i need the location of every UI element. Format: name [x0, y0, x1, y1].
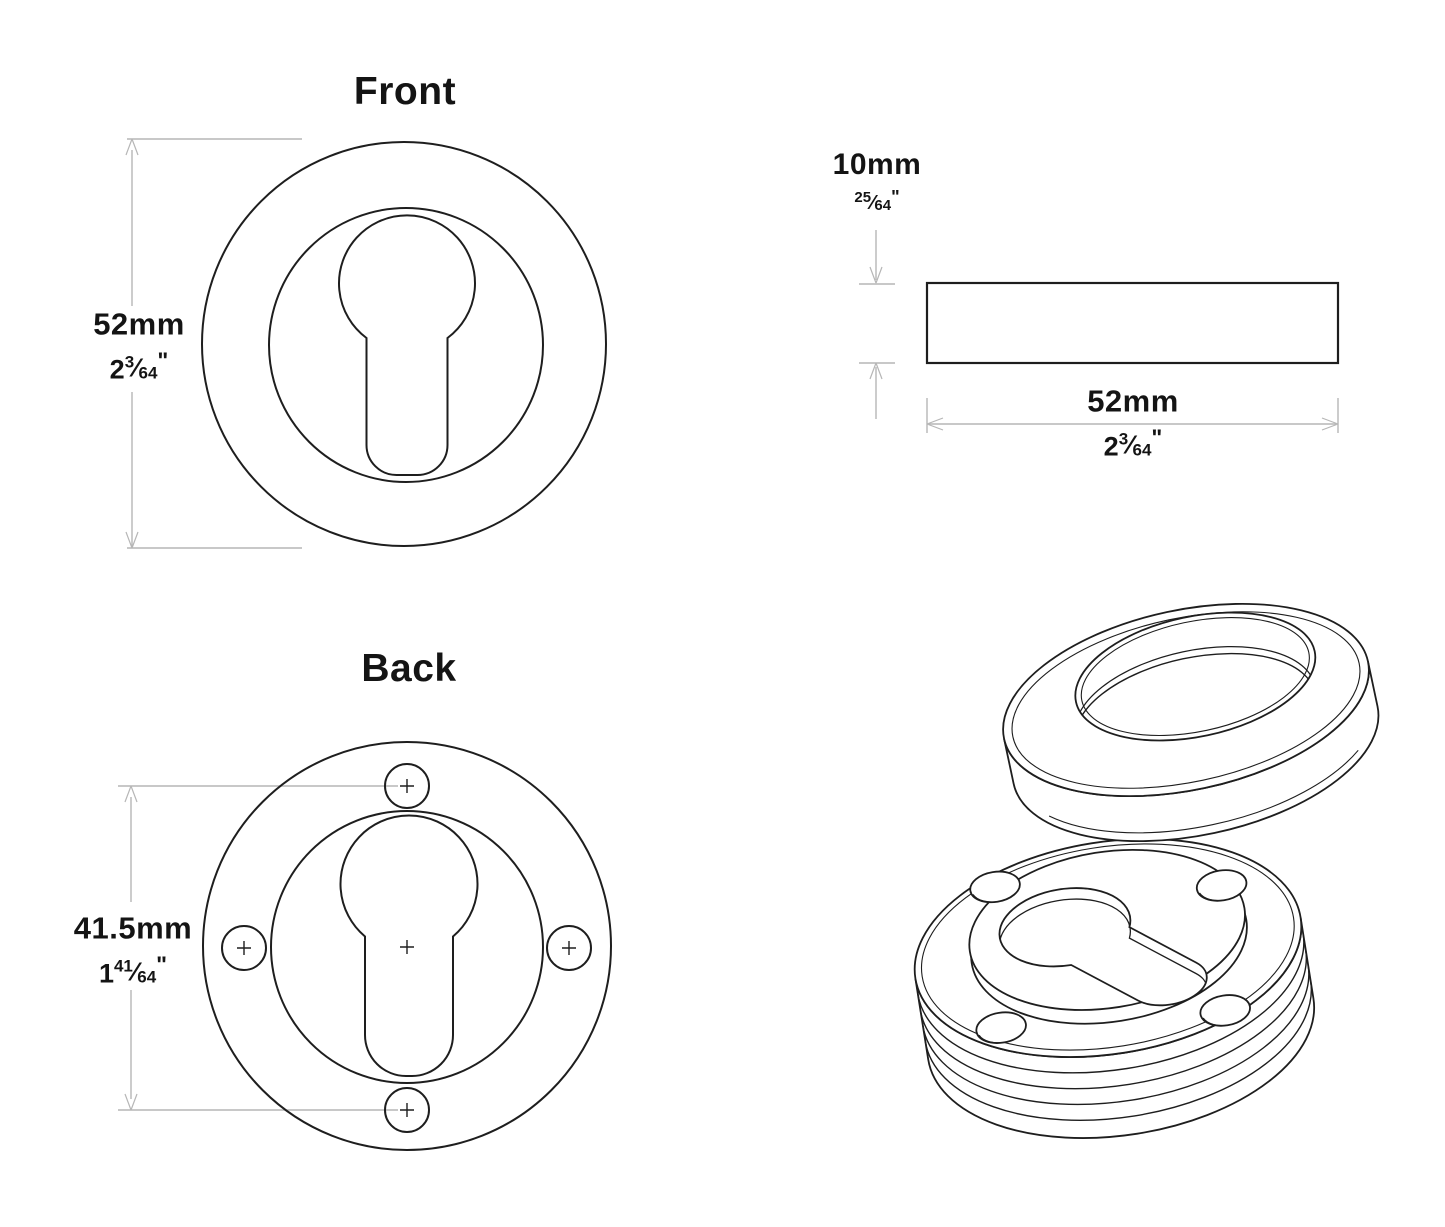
arrowhead-down-icon — [125, 531, 139, 549]
screw-hole-depth — [1199, 892, 1227, 902]
euro-keyhole-outline — [339, 814, 479, 1077]
screw-hole-depth — [1202, 1017, 1230, 1027]
iso-cover-ring — [1002, 602, 1380, 843]
ring-top-chamfer — [1011, 611, 1361, 789]
escutcheon-boss-circle — [270, 810, 544, 1084]
back-spacing-label: 41.5mm 141⁄64" — [74, 911, 192, 996]
front-diameter-mm: 52mm — [93, 306, 185, 342]
arrowhead-down-icon — [124, 1093, 138, 1111]
back-view-title: Back — [361, 647, 457, 690]
plate-side-grooves — [917, 933, 1312, 1121]
center-mark-icon — [400, 1103, 414, 1117]
screw-hole-bottom — [384, 1087, 430, 1133]
ring-bottom-chamfer — [1048, 749, 1359, 834]
side-width-mm: 52mm — [1087, 383, 1179, 419]
side-width-label: 52mm 23⁄64" — [1087, 384, 1179, 469]
side-thickness-mm: 10mm — [832, 148, 922, 181]
escutcheon-outer-circle — [201, 141, 607, 547]
center-mark-icon — [237, 941, 251, 955]
center-mark-icon — [400, 940, 414, 954]
arrowhead-up-icon — [124, 785, 138, 803]
keyhole-outline — [972, 872, 1242, 1027]
front-diameter-dimension — [125, 138, 302, 549]
side-thickness-dimension — [859, 230, 895, 419]
screw-hole-right — [546, 925, 592, 971]
front-view-title: Front — [353, 70, 457, 113]
front-view — [125, 138, 607, 549]
arrowhead-left-icon — [926, 417, 944, 431]
arrowhead-down-icon — [869, 266, 883, 284]
euro-keyhole-outline — [338, 214, 476, 476]
arrowhead-right-icon — [1321, 417, 1339, 431]
plate-top-chamfer — [920, 843, 1295, 1051]
side-thickness-inch: 25⁄64" — [854, 187, 900, 214]
ring-hole-chamfer — [1080, 617, 1310, 737]
escutcheon-outer-circle — [202, 741, 612, 1151]
iso-keyhole-cutout — [972, 872, 1242, 1027]
plate-screw-holes — [969, 869, 1251, 1044]
arrowhead-up-icon — [125, 138, 139, 156]
side-width-dimension — [926, 398, 1339, 433]
iso-base-plate — [913, 838, 1315, 1139]
front-diameter-label: 52mm 23⁄64" — [93, 307, 185, 392]
front-diameter-inch: 23⁄64" — [109, 347, 169, 385]
back-spacing-dimension — [118, 785, 398, 1111]
screw-hole-left — [221, 925, 267, 971]
screw-hole-top — [384, 763, 430, 809]
screw-hole-depth — [978, 1034, 1006, 1044]
center-mark-icon — [562, 941, 576, 955]
escutcheon-side-profile — [925, 281, 1340, 365]
back-view — [118, 741, 612, 1151]
back-spacing-mm: 41.5mm — [73, 910, 193, 946]
isometric-view — [913, 602, 1380, 1139]
arrowhead-up-icon — [869, 362, 883, 380]
side-width-inch: 23⁄64" — [1103, 424, 1163, 462]
escutcheon-boss-circle — [268, 207, 544, 483]
side-view — [859, 230, 1340, 433]
ring-hole-edge — [1074, 611, 1317, 742]
back-spacing-inch: 141⁄64" — [98, 951, 168, 989]
screw-hole-depth — [972, 894, 1000, 903]
side-thickness-label: 10mm 25⁄64" — [833, 148, 922, 222]
center-mark-icon — [400, 779, 414, 793]
center-marks — [237, 779, 576, 1117]
